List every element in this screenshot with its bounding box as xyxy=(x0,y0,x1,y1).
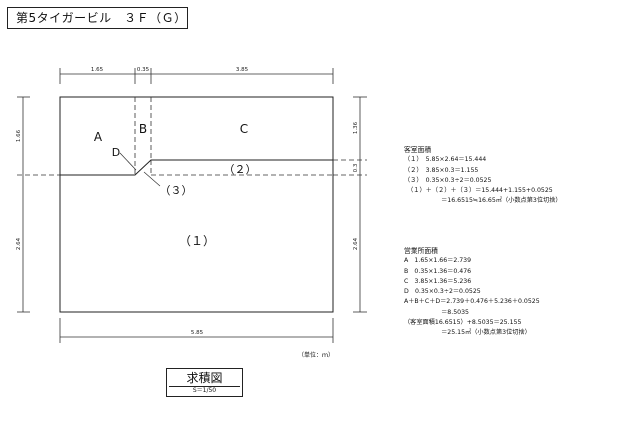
calc-line: D 0.35×0.3÷2＝0.0525 xyxy=(404,288,481,296)
dim-right-2: 0.3 xyxy=(353,163,359,172)
leader-d xyxy=(119,152,137,171)
calc-line: （２） 3.85×0.3＝1.155 xyxy=(404,166,479,174)
calc-line: B 0.35×1.36＝0.476 xyxy=(404,267,472,275)
calc-line: （客室面積16.6515）+8.5035＝25.155 xyxy=(404,319,522,327)
unit-note: （単位：ｍ） xyxy=(298,352,335,359)
stamp-scale: S＝1/50 xyxy=(169,386,240,395)
guest-area-heading: 客室面積 xyxy=(404,146,432,154)
dim-bottom: 5.85 xyxy=(191,330,204,336)
region-a-label: A xyxy=(94,130,103,144)
calc-line: ＝25.15㎡（小数点第3位切捨） xyxy=(404,329,531,337)
partition-line xyxy=(60,159,333,176)
calc-line: A＋B＋C＋D＝2.739＋0.476＋5.236＋0.0525 xyxy=(404,298,540,306)
calc-line: A 1.65×1.66＝2.739 xyxy=(404,257,472,265)
calc-line: C 3.85×1.36＝5.236 xyxy=(404,277,472,285)
calc-line: （１） 5.85×2.64＝15.444 xyxy=(404,156,487,164)
drawing-title: 第5タイガービル ３Ｆ（Ｇ） xyxy=(7,7,188,29)
dim-left-1: 1.66 xyxy=(16,129,22,142)
region-1-label: （１） xyxy=(179,234,215,248)
guest-area-calculations: 客室面積 （１） 5.85×2.64＝15.444 （２） 3.85×0.3＝1… xyxy=(404,145,562,207)
region-2-label: （２） xyxy=(224,163,257,176)
dim-right-3: 2.64 xyxy=(353,237,359,250)
dim-top-2: 0.35 xyxy=(137,67,150,73)
dim-right-1: 1.36 xyxy=(353,121,359,134)
region-c-label: C xyxy=(240,122,248,136)
region-d-label: D xyxy=(112,146,120,159)
region-3-label: （３） xyxy=(160,184,193,197)
drawing-stamp: 求積図 S＝1/50 xyxy=(166,368,243,397)
calc-line: ＝8.5035 xyxy=(404,308,469,316)
leader-3 xyxy=(143,171,161,187)
dim-top-1: 1.65 xyxy=(91,67,104,73)
business-area-calculations: 営業所面積 A 1.65×1.66＝2.739 B 0.35×1.36＝0.47… xyxy=(404,246,540,339)
calc-line: （３） 0.35×0.3÷2＝0.0525 xyxy=(404,176,492,184)
calc-line: （１）＋（２）＋（３）＝15.444+1.155+0.0525 xyxy=(404,187,553,195)
region-b-label: B xyxy=(139,122,147,136)
dim-top-3: 3.85 xyxy=(236,67,249,73)
business-area-heading: 営業所面積 xyxy=(404,247,438,255)
calc-line: ＝16.6515≒16.65㎡（小数点第3位切捨） xyxy=(404,197,562,205)
stamp-label: 求積図 xyxy=(186,371,223,385)
room-outline xyxy=(59,96,334,313)
dim-left-2: 2.64 xyxy=(16,237,22,250)
